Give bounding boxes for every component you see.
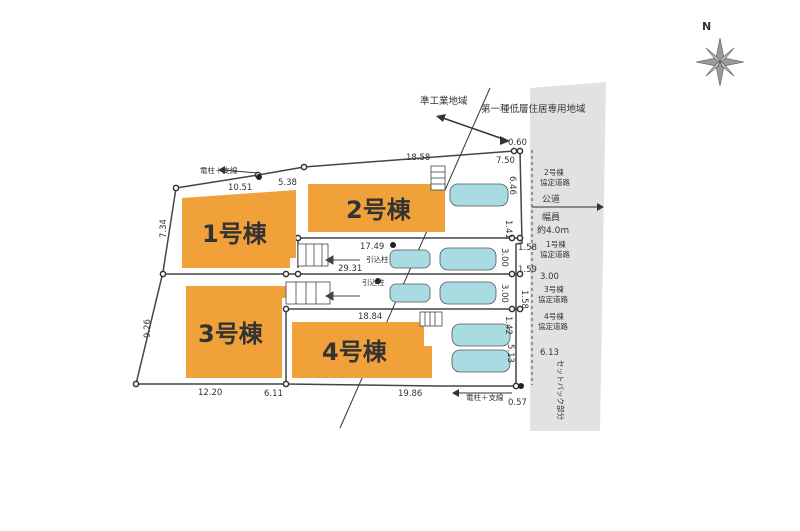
road-name: 公道 (542, 193, 560, 205)
compass-rose-icon (695, 37, 745, 87)
zoning-right: 第一種低層住居専用地域 (481, 103, 586, 115)
pole-label-top: 電柱＋支線 (200, 165, 238, 175)
building-3-label: 3号棟 (198, 320, 264, 348)
zoning-arrow-head-left (436, 114, 446, 122)
pull-pole-label-1: 引込柱 (366, 254, 389, 264)
dim-10-51: 10.51 (228, 183, 252, 193)
setback-label: セットバック部分 (556, 360, 566, 420)
public-road (530, 82, 606, 431)
pull-pole-label-2: 引込柱 (362, 277, 385, 287)
dim-top-edge: 18.58 (406, 153, 430, 163)
private-road-3-line1: 3号棟 (544, 284, 564, 294)
road-width-value: 約4.0m (537, 224, 569, 236)
building-3 (186, 286, 286, 378)
dim-1-58b: 1.58 (519, 290, 529, 309)
private-road-3-line2: 協定道路 (538, 294, 568, 304)
private-road-4-line2: 協定道路 (538, 321, 568, 331)
building-1-label: 1号棟 (202, 220, 268, 248)
road-width-arrow-head (597, 203, 604, 211)
dim-1-58a: 1.58 (518, 243, 537, 253)
dim-bottom-12-20: 12.20 (198, 388, 222, 398)
car (439, 281, 497, 305)
entrance-arrows (324, 255, 360, 301)
entrance-stairs (285, 165, 446, 327)
car (451, 323, 511, 347)
dim-1-42: 1.42 (503, 316, 513, 335)
car (449, 183, 509, 207)
dim-17-49: 17.49 (360, 242, 384, 252)
building-2 (308, 184, 445, 232)
pole-arrow-top (221, 169, 259, 174)
private-road-1-line1: 1号棟 (546, 239, 566, 249)
dim-18-84: 18.84 (358, 312, 382, 322)
private-road-1-line2: 協定道路 (540, 249, 570, 259)
cars (389, 183, 511, 373)
dim-top-right-corner: 0.60 (508, 138, 527, 148)
dim-bottom-6-11: 6.11 (264, 389, 283, 399)
private-road-4-line1: 4号棟 (544, 311, 564, 321)
private-road-2-line1: 2号棟 (544, 167, 564, 177)
compass-north-label: N (702, 20, 711, 33)
building-2-label: 2号棟 (346, 196, 412, 224)
dim-7-50: 7.50 (496, 156, 515, 166)
building-4 (292, 322, 432, 378)
car (389, 249, 431, 269)
dim-29-31: 29.31 (338, 264, 362, 274)
road-width-label: 幅員 (542, 211, 560, 223)
dim-left-lower: 9.26 (143, 319, 153, 338)
dim-5-13: 5.13 (505, 344, 515, 363)
dim-5-38: 5.38 (278, 178, 297, 188)
dim-3-00b: 3.00 (540, 272, 559, 282)
pole-label-bottom: 電柱＋支線 (466, 392, 504, 402)
zoning-left: 準工業地域 (420, 95, 468, 107)
car (389, 283, 431, 303)
dim-3-00c: 3.00 (499, 284, 509, 303)
zoning-arrow-head-right (500, 136, 510, 145)
utility-poles (256, 174, 524, 389)
dim-bottom-0-57: 0.57 (508, 398, 527, 408)
pole-arrow-top-head (218, 166, 225, 174)
dim-left-upper: 7.34 (159, 219, 169, 238)
dim-1-59: 1.59 (518, 265, 537, 275)
pole-arrow-bottom-head (452, 389, 459, 397)
dim-bottom-19-86: 19.86 (398, 389, 422, 399)
car (439, 247, 497, 271)
building-1 (182, 190, 296, 268)
dim-1-41: 1.41 (503, 220, 513, 239)
zoning-arrow (439, 116, 507, 141)
dim-6-13: 6.13 (540, 348, 559, 358)
private-road-2-line2: 協定道路 (540, 177, 570, 187)
dim-6-46: 6.46 (507, 176, 517, 195)
building-4-label: 4号棟 (322, 338, 388, 366)
car (451, 349, 511, 373)
dim-3-00a: 3.00 (499, 248, 509, 267)
